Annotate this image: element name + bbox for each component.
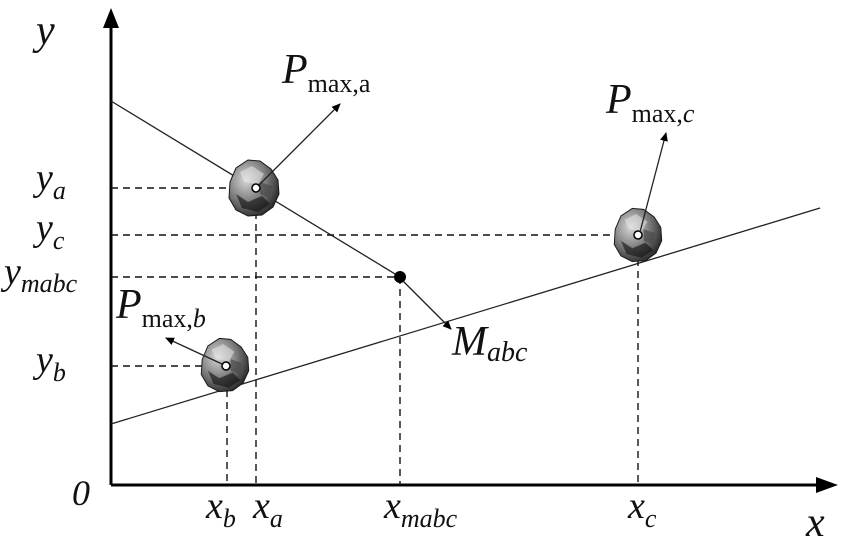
pmax-a-label: Pmax,a [281,47,371,98]
point-pmax-c [633,230,643,240]
xc-label: xc [627,485,657,533]
x-axis-label: x [805,500,825,540]
y-axis-arrow [103,8,119,28]
yb-label: yb [32,339,66,387]
xa-label: xa [252,485,283,533]
line-b-to-c [110,207,821,425]
xb-label: xb [205,485,236,533]
pmax-c-label: Pmax,c [605,77,695,128]
xmabc-label: xmabc [383,485,458,533]
point-mabc [394,271,406,283]
origin-label: 0 [72,473,90,513]
arrow-pmax-c [639,132,668,233]
ymabc-label: ymabc [0,251,78,298]
ya-label: ya [32,157,66,205]
yc-label: yc [32,207,65,255]
arrow-pmax-a [257,103,341,187]
pmax-b-label: Pmax,b [115,282,206,333]
point-pmax-b [221,361,231,371]
arrow-mabc [402,280,452,330]
y-axis-label: y [32,8,55,54]
mabc-label: Mabc [451,319,528,368]
x-axis-arrow [816,477,838,493]
arrow-pmax-b [165,337,223,365]
